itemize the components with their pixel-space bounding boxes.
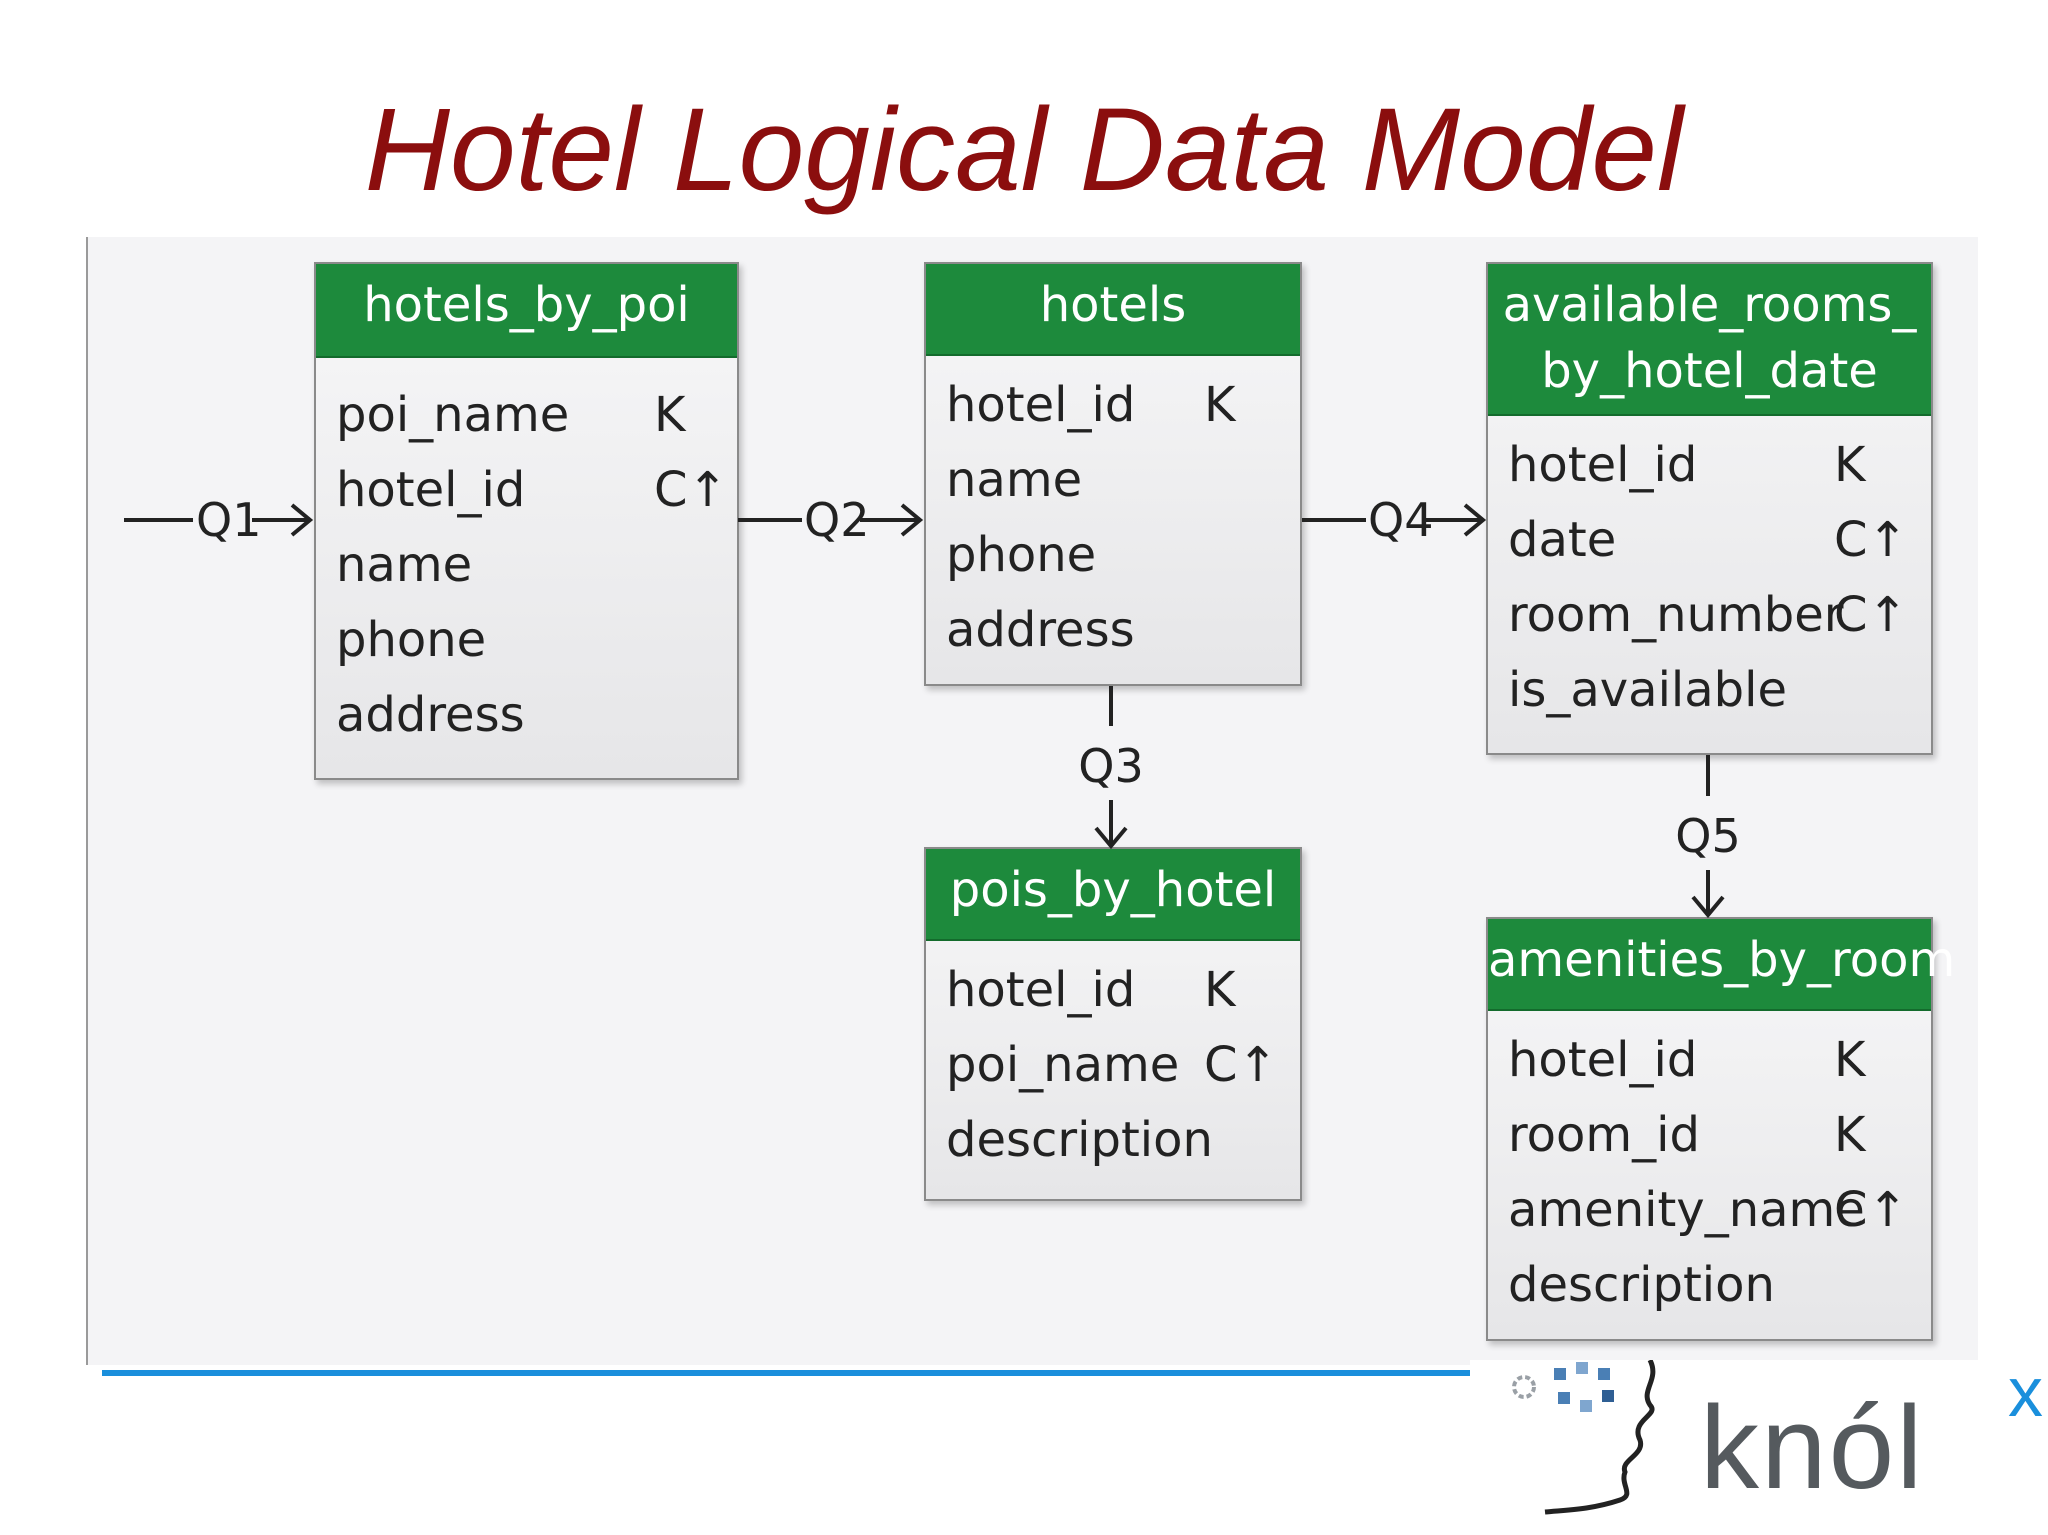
field-row: poi_name C↑ — [946, 1028, 1280, 1103]
field-key: K — [1204, 377, 1236, 433]
table-title: pois_by_hotel — [926, 849, 1300, 941]
field-row: hotel_id K — [1508, 428, 1911, 503]
field-name: hotel_id — [336, 462, 526, 518]
knolx-logo: knól x — [1470, 1353, 2048, 1535]
field-name: address — [946, 602, 1135, 658]
table-title-line: available_rooms_ — [1502, 277, 1917, 333]
field-row: hotel_id K — [946, 953, 1280, 1028]
table-title: available_rooms_ by_hotel_date — [1488, 264, 1931, 416]
field-row: room_id K — [1508, 1098, 1911, 1173]
field-name: room_number — [1508, 587, 1844, 643]
connector-q1: Q1 — [124, 493, 314, 547]
field-row: address — [336, 678, 717, 753]
connector-q2: Q2 — [738, 493, 924, 547]
field-row: room_number C↑ — [1508, 578, 1911, 653]
field-name: name — [946, 452, 1083, 508]
field-name: address — [336, 687, 525, 743]
field-name: phone — [946, 527, 1097, 583]
field-key: K — [1204, 962, 1236, 1018]
arrow-head-icon — [290, 503, 314, 537]
field-row: amenity_name C↑ — [1508, 1173, 1911, 1248]
field-key: K — [1834, 1107, 1866, 1163]
field-name: is_available — [1508, 662, 1787, 718]
field-key: K — [1834, 1032, 1866, 1088]
table-title-line: by_hotel_date — [1541, 343, 1878, 399]
query-label-q1: Q1 — [196, 493, 261, 547]
field-row: hotel_id K — [946, 368, 1280, 443]
field-name: room_id — [1508, 1107, 1700, 1163]
field-row: phone — [946, 518, 1280, 593]
table-amenities-by-room: amenities_by_room hotel_id K room_id K a… — [1486, 917, 1955, 1341]
field-key: K — [654, 387, 686, 443]
connector-q3: Q3 — [1078, 686, 1144, 850]
table-hotels-by-poi: hotels_by_poi poi_name K hotel_id C↑ nam… — [314, 262, 739, 780]
field-row: hotel_id C↑ — [336, 453, 728, 528]
field-key: C↑ — [1834, 587, 1908, 643]
field-name: description — [1508, 1257, 1775, 1313]
field-key: K — [1834, 437, 1866, 493]
field-name: description — [946, 1112, 1213, 1168]
field-key: C↑ — [654, 462, 728, 518]
field-key: C↑ — [1834, 1182, 1908, 1238]
connector-q5: Q5 — [1675, 755, 1741, 919]
field-row: description — [946, 1103, 1280, 1178]
field-name: phone — [336, 612, 487, 668]
field-name: hotel_id — [946, 377, 1136, 433]
field-row: hotel_id K — [1508, 1023, 1911, 1098]
field-name: poi_name — [336, 387, 570, 443]
table-title: amenities_by_room — [1488, 919, 1955, 1011]
field-name: amenity_name — [1508, 1182, 1865, 1238]
table-title: hotels — [926, 264, 1300, 356]
field-row: name — [336, 528, 717, 603]
table-pois-by-hotel: pois_by_hotel hotel_id K poi_name C↑ des… — [924, 847, 1302, 1201]
field-row: description — [1508, 1248, 1911, 1323]
field-name: hotel_id — [1508, 1032, 1698, 1088]
table-hotels: hotels hotel_id K name phone address — [924, 262, 1302, 686]
table-title: hotels_by_poi — [316, 264, 737, 358]
query-label-q5: Q5 — [1675, 809, 1740, 863]
logo-superscript: x — [2008, 1353, 2043, 1431]
slide-title: Hotel Logical Data Model — [364, 84, 1684, 216]
logo-text: knól — [1700, 1382, 1925, 1514]
field-row: name — [946, 443, 1280, 518]
field-row: address — [946, 593, 1280, 668]
connector-q4: Q4 — [1302, 493, 1487, 547]
field-name: hotel_id — [946, 962, 1136, 1018]
field-name: hotel_id — [1508, 437, 1698, 493]
field-key: C↑ — [1204, 1037, 1278, 1093]
footer-divider — [102, 1370, 1962, 1376]
field-name: name — [336, 537, 473, 593]
query-label-q2: Q2 — [804, 493, 869, 547]
arrow-head-icon — [1463, 503, 1487, 537]
arrow-head-icon — [1691, 895, 1725, 919]
query-label-q3: Q3 — [1078, 739, 1143, 793]
field-name: poi_name — [946, 1037, 1180, 1093]
field-row: is_available — [1508, 653, 1911, 728]
arrow-head-icon — [1094, 826, 1128, 850]
field-row: phone — [336, 603, 717, 678]
gear-icon — [1512, 1360, 1656, 1515]
field-key: C↑ — [1834, 512, 1908, 568]
arrow-head-icon — [900, 503, 924, 537]
field-row: poi_name K — [336, 378, 717, 453]
table-available-rooms-by-hotel-date: available_rooms_ by_hotel_date hotel_id … — [1486, 262, 1933, 755]
field-name: date — [1508, 512, 1617, 568]
field-row: date C↑ — [1508, 503, 1911, 578]
